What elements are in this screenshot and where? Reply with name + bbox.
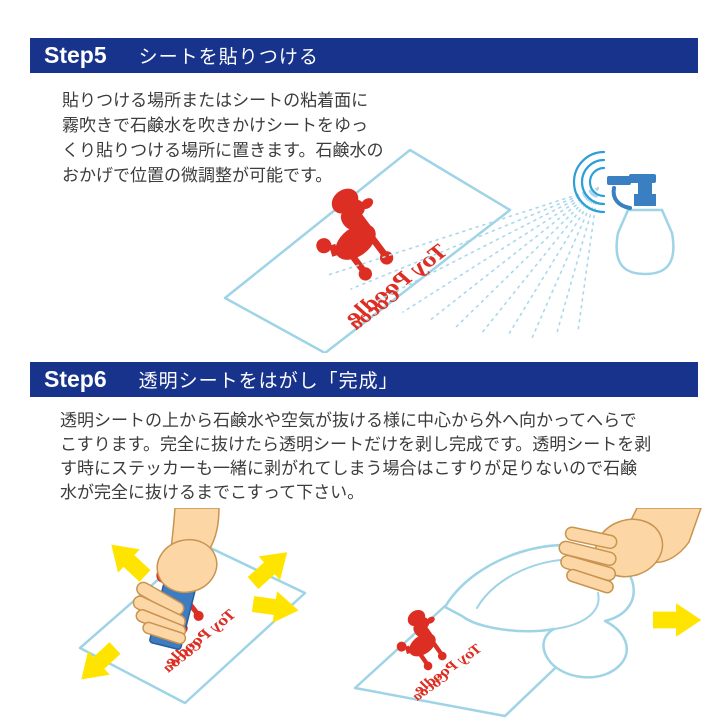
finger [142,621,187,645]
step6-description-line: 水が完全に抜けるまでこすって下さい。 [60,483,365,502]
sprayer-collar [634,194,656,206]
step5-label: Step5 [44,42,107,68]
spray-bottle-icon [607,174,675,276]
arrow-right [653,603,702,637]
curl-inner-line [553,592,600,630]
step6-header-bar: Step6 透明シートをはがし「完成」 [30,362,698,397]
squeegee-scene: Toy Poodle Cocoa [70,508,307,705]
spray-wave-icon [572,150,606,214]
palm [156,538,218,594]
step6-illustration: Toy Poodle Cocoa [70,508,702,718]
step6-description: 透明シートの上から石鹸水や空気が抜ける様に中心から外へ向かってへらで こすります… [60,409,651,505]
step6-title: 透明シートをはがし「完成」 [138,371,399,392]
step5-header-bar: Step5 シートを貼りつける [30,38,698,73]
step5-illustration: Toy Poodle Cocoa [223,148,675,353]
step5-description: 貼りつける場所またはシートの粘着面に 霧吹きで石鹸水を吹きかけシートをゆっ くり… [62,88,383,188]
finger [564,526,618,550]
step5-description-line: 霧吹きで石鹸水を吹きかけシートをゆっ [62,116,368,135]
peeling-scene: Toy Poodle Cocoa [353,508,702,718]
hand-peeling [558,508,702,594]
hand-rubbing [132,508,220,645]
step6-label: Step6 [44,366,107,392]
step6-description-line: す時にステッカーも一緒に剥がれてしまう場合はこすりが足りないので石鹸 [60,459,638,478]
step5-description-line: 貼りつける場所またはシートの粘着面に [62,91,369,110]
step5-description-line: おかげで位置の微調整が可能です。 [62,166,333,185]
sprayer-nozzle [607,176,631,185]
sprayer-trigger [611,186,632,210]
step5-title: シートを貼りつける [138,47,319,68]
spray-mist [324,187,599,339]
finger [558,540,617,567]
step6-description-line: 透明シートの上から石鹸水や空気が抜ける様に中心から外へ向かってへらで [60,411,637,430]
step6-description-line: こすります。完全に抜けたら透明シートだけを剥し完成です。透明シートを剥 [60,435,652,454]
finger [566,568,614,594]
sprayer-cap [629,174,656,183]
arrow-up-left [100,532,156,588]
sprayer-stem [638,182,652,196]
step5-description-line: くり貼りつける場所に置きます。石鹸水の [62,141,384,160]
bottle-body [615,208,675,276]
